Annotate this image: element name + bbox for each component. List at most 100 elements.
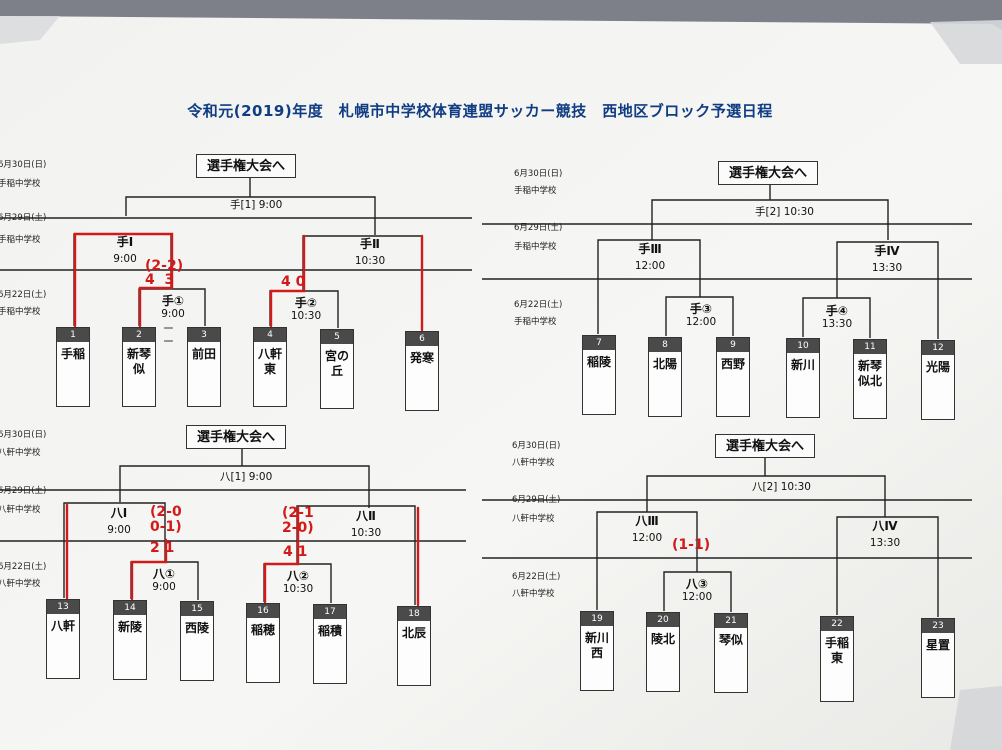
date-final: 6月30日(日): [512, 441, 561, 451]
date-qf: 6月22日(土): [0, 290, 47, 300]
qf-left-match: 手① 9:00: [148, 295, 198, 320]
venue-final: 八軒中学校: [512, 458, 555, 468]
final-destination-label: 選手権大会へ: [715, 434, 816, 458]
match-name: 八Ⅰ: [110, 506, 128, 520]
final-match-label: 八[1] 9:00: [220, 471, 273, 483]
match-name: 手Ⅱ: [360, 237, 380, 251]
match-name: 手Ⅰ: [116, 235, 134, 249]
qf-right-match: 手② 10:30: [281, 297, 331, 322]
team-name: 稲穂: [250, 623, 275, 637]
final-match-label: 手[2] 10:30: [755, 206, 814, 218]
team-name: 新琴似: [126, 347, 151, 376]
team-box: 12 光陽: [921, 340, 955, 420]
team-box: 21 琴似: [714, 613, 748, 693]
handwritten-score: 2 1: [150, 540, 175, 556]
venue-qf: 手稲中学校: [514, 317, 557, 327]
team-number: 8: [649, 338, 681, 352]
match-time: 12:00: [631, 532, 663, 544]
handwritten-score: 4 0: [281, 274, 306, 290]
team-name: 西野: [720, 357, 745, 371]
red-advance-line: [263, 506, 300, 604]
date-semi: 6月29日(土): [512, 495, 561, 505]
red-advance-line: [269, 234, 306, 328]
team-box: 16 稲穂: [246, 603, 280, 683]
date-final: 6月30日(日): [0, 430, 47, 440]
match-time: 9:00: [113, 253, 137, 265]
team-number: 21: [715, 614, 747, 628]
semi-right-match: 手Ⅱ 10:30: [345, 238, 395, 267]
team-name: 発寒: [409, 351, 434, 365]
team-name: 光陽: [925, 360, 950, 374]
match-name: 八②: [286, 569, 310, 583]
team-box: 1 手稲: [56, 327, 90, 407]
match-name: 八③: [685, 577, 709, 591]
tape-top-right: [930, 20, 1002, 64]
team-name: 前田: [191, 347, 216, 361]
team-number: 15: [181, 602, 213, 616]
handwritten-score: (2-1 2-0): [282, 505, 314, 536]
team-number: 2: [123, 328, 155, 342]
team-number: 20: [647, 613, 679, 627]
team-number: 14: [114, 601, 146, 615]
bracket-lines: [0, 176, 972, 617]
date-final: 6月30日(日): [0, 160, 47, 170]
team-box: 7 稲陵: [582, 335, 616, 415]
team-box: 20 陵北: [646, 612, 680, 692]
match-name: 手③: [689, 302, 713, 316]
team-box: 19 新川西: [580, 611, 614, 691]
team-name: 琴似: [718, 633, 743, 647]
team-box: 13 八軒: [46, 599, 80, 679]
qf-left-match: 手③ 12:00: [676, 303, 726, 328]
red-advance-line: [138, 286, 174, 328]
final-match-label: 八[2] 10:30: [752, 481, 811, 493]
match-name: 手①: [161, 294, 185, 308]
team-name: 北辰: [401, 626, 426, 640]
qf-right-bracket: [802, 297, 871, 338]
match-time: 10:30: [354, 255, 386, 267]
team-number: 19: [581, 612, 613, 626]
red-ink-lines: [65, 232, 424, 607]
tape-top-left: [0, 16, 60, 44]
date-semi: 6月29日(土): [0, 213, 47, 223]
qf-left-match: 八① 9:00: [139, 568, 189, 593]
team-name: 北陽: [652, 357, 677, 371]
team-box: 17 稲積: [313, 604, 347, 684]
date-qf: 6月22日(土): [514, 300, 563, 310]
date-qf: 6月22日(土): [512, 572, 561, 582]
final-bracket: [119, 465, 370, 508]
team-box: 23 星置: [921, 618, 955, 698]
match-name: 八Ⅲ: [635, 514, 659, 528]
final-destination-label: 選手権大会へ: [718, 161, 819, 185]
final-bracket: [125, 196, 376, 235]
team-box: 18 北辰: [397, 606, 431, 686]
team-box: 11 新琴似北: [853, 339, 887, 419]
venue-qf: 八軒中学校: [512, 589, 555, 599]
team-number: 18: [398, 607, 430, 621]
match-time: 12:00: [685, 316, 717, 328]
team-number: 17: [314, 605, 346, 619]
semi-left-bracket: [597, 239, 701, 334]
handwritten-mark: ー ー: [163, 322, 174, 348]
team-number: 23: [922, 619, 954, 633]
match-name: 八①: [152, 567, 176, 581]
semi-left-match: 八Ⅰ 9:00: [94, 507, 144, 536]
date-final: 6月30日(日): [514, 169, 563, 179]
team-number: 11: [854, 340, 886, 354]
match-time: 12:00: [681, 591, 713, 603]
page-title: 令和元(2019)年度 札幌市中学校体育連盟サッカー競技 西地区ブロック予選日程: [187, 102, 773, 120]
venue-semi: 手稲中学校: [0, 235, 41, 245]
qf-bracket: [663, 571, 732, 612]
final-destination-label: 選手権大会へ: [196, 154, 297, 178]
venue-semi: 八軒中学校: [0, 505, 41, 515]
venue-final: 手稲中学校: [0, 179, 41, 189]
team-name: 新琴似北: [857, 359, 882, 388]
semi-right-bracket: [836, 241, 939, 339]
final-match-label: 手[1] 9:00: [230, 199, 283, 211]
match-time: 13:30: [871, 262, 903, 274]
handwritten-score: (2-2) 4 3: [145, 258, 184, 288]
semi-right-bracket: [836, 516, 939, 617]
team-box: 22 手稲東: [820, 616, 854, 702]
team-box: 5 宮の丘: [320, 329, 354, 409]
